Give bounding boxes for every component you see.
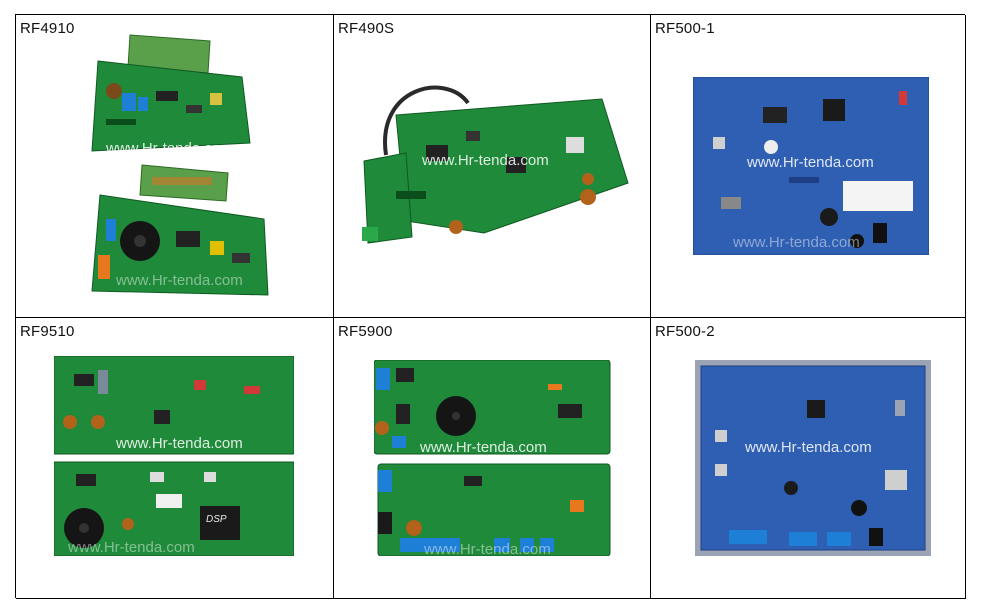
watermark-text: www.Hr-tenda.com — [746, 154, 874, 171]
watermark-text: www.Hr-tenda.com — [419, 439, 547, 456]
watermark-text: www.Hr-tenda.com — [485, 230, 613, 247]
dsp-chip-label: DSP — [206, 514, 227, 525]
product-label: RF4910 — [20, 20, 75, 37]
watermark-text: www.Hr-tenda.com — [744, 439, 872, 456]
watermark-text: www.Hr-tenda.com — [423, 541, 551, 556]
product-label: RF9510 — [20, 323, 75, 340]
pcb-photo-rf490s: www.Hr-tenda.com www.Hr-tenda.com — [356, 77, 636, 247]
pcb-photo-rf500-2: www.Hr-tenda.com — [695, 360, 935, 560]
pcb-photo-rf500-1: www.Hr-tenda.com www.Hr-tenda.com — [693, 77, 929, 255]
product-label: RF500-2 — [655, 323, 715, 340]
product-cell-rf9510: RF9510 DS — [16, 318, 334, 599]
product-label: RF490S — [338, 20, 395, 37]
product-cell-rf500-2: RF500-2 www.Hr-tenda.com — [651, 318, 966, 599]
product-label: RF500-1 — [655, 20, 715, 37]
product-label: RF5900 — [338, 323, 393, 340]
watermark-text: www.Hr-tenda.com — [105, 140, 233, 157]
pcb-photo-rf9510: DSP www.Hr-tenda.com www.Hr-tenda.com — [54, 356, 294, 556]
pcb-photo-rf4910: www.Hr-tenda.com www.Hr-tenda.com — [86, 33, 286, 303]
product-cell-rf490s: RF490S www.Hr-tenda.com www.Hr-tenda.com — [334, 15, 651, 318]
pcb-photo-rf5900: www.Hr-tenda.com www.Hr-tenda.com — [374, 360, 614, 556]
watermark-text: www.Hr-tenda.com — [67, 539, 195, 556]
watermark-text: www.Hr-tenda.com — [421, 152, 549, 169]
product-cell-rf5900: RF5900 — [334, 318, 651, 599]
watermark-text: www.Hr-tenda.com — [115, 435, 243, 452]
product-cell-rf4910: RF4910 — [16, 15, 334, 318]
product-cell-rf500-1: RF500-1 www.Hr-tenda.com www.Hr-tenda.co… — [651, 15, 966, 318]
product-grid: RF4910 — [15, 14, 966, 599]
watermark-text: www.Hr-tenda.com — [115, 272, 243, 289]
watermark-text: www.Hr-tenda.com — [732, 234, 860, 251]
